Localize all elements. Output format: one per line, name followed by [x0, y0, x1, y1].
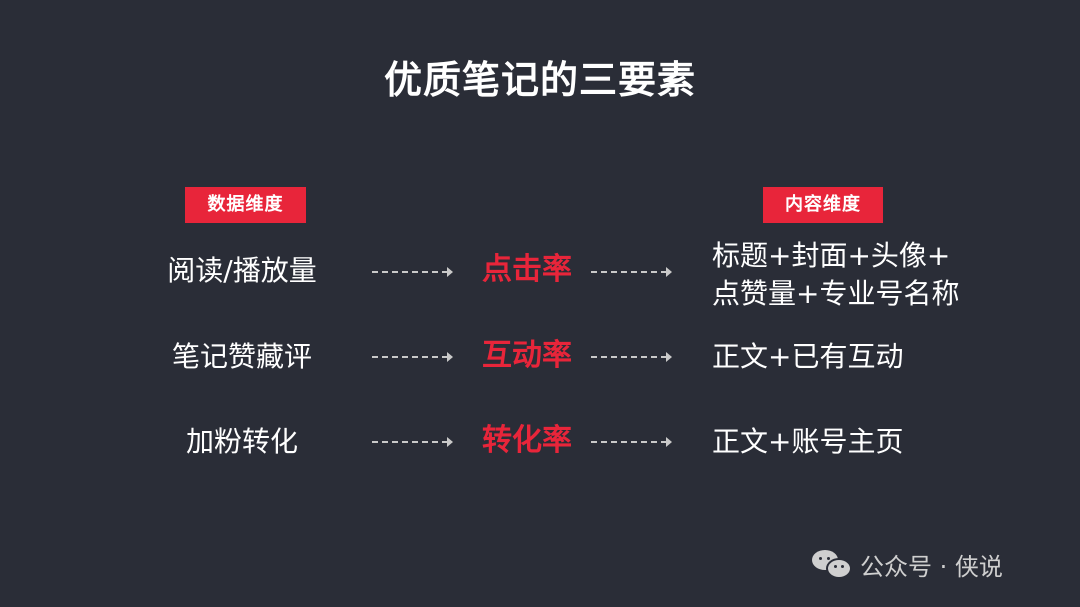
dashed-arrow-connector: [591, 437, 672, 447]
content-dimension-badge: 内容维度: [763, 187, 883, 223]
metric-label: 转化率: [482, 423, 572, 458]
content-line: 点赞量+专业号名称: [712, 277, 960, 310]
dashed-arrow-connector: [591, 352, 672, 362]
content-dimension-item: 正文+已有互动: [712, 338, 1042, 376]
watermark-text: 公众号 · 侠说: [860, 552, 1003, 581]
watermark: 公众号 · 侠说: [812, 544, 1003, 584]
dashed-arrow-connector: [372, 437, 453, 447]
metric-label: 点击率: [482, 252, 572, 287]
content-line: 标题+封面+头像+: [712, 239, 951, 272]
wechat-icon: [812, 548, 852, 580]
data-dimension-item: 笔记赞藏评: [171, 340, 312, 373]
dashed-arrow-connector: [372, 352, 453, 362]
metric-label: 互动率: [482, 338, 572, 373]
slide-title: 优质笔记的三要素: [383, 58, 696, 102]
data-dimension-item: 加粉转化: [185, 425, 298, 458]
data-dimension-badge: 数据维度: [185, 187, 306, 223]
content-dimension-item: 正文+账号主页: [712, 423, 1042, 461]
content-line: 正文+账号主页: [712, 425, 904, 458]
content-line: 正文+已有互动: [712, 340, 904, 373]
dashed-arrow-connector: [591, 267, 672, 277]
dashed-arrow-connector: [372, 267, 453, 277]
content-dimension-item: 标题+封面+头像+ 点赞量+专业号名称: [712, 237, 1042, 313]
data-dimension-item: 阅读/播放量: [167, 254, 317, 287]
